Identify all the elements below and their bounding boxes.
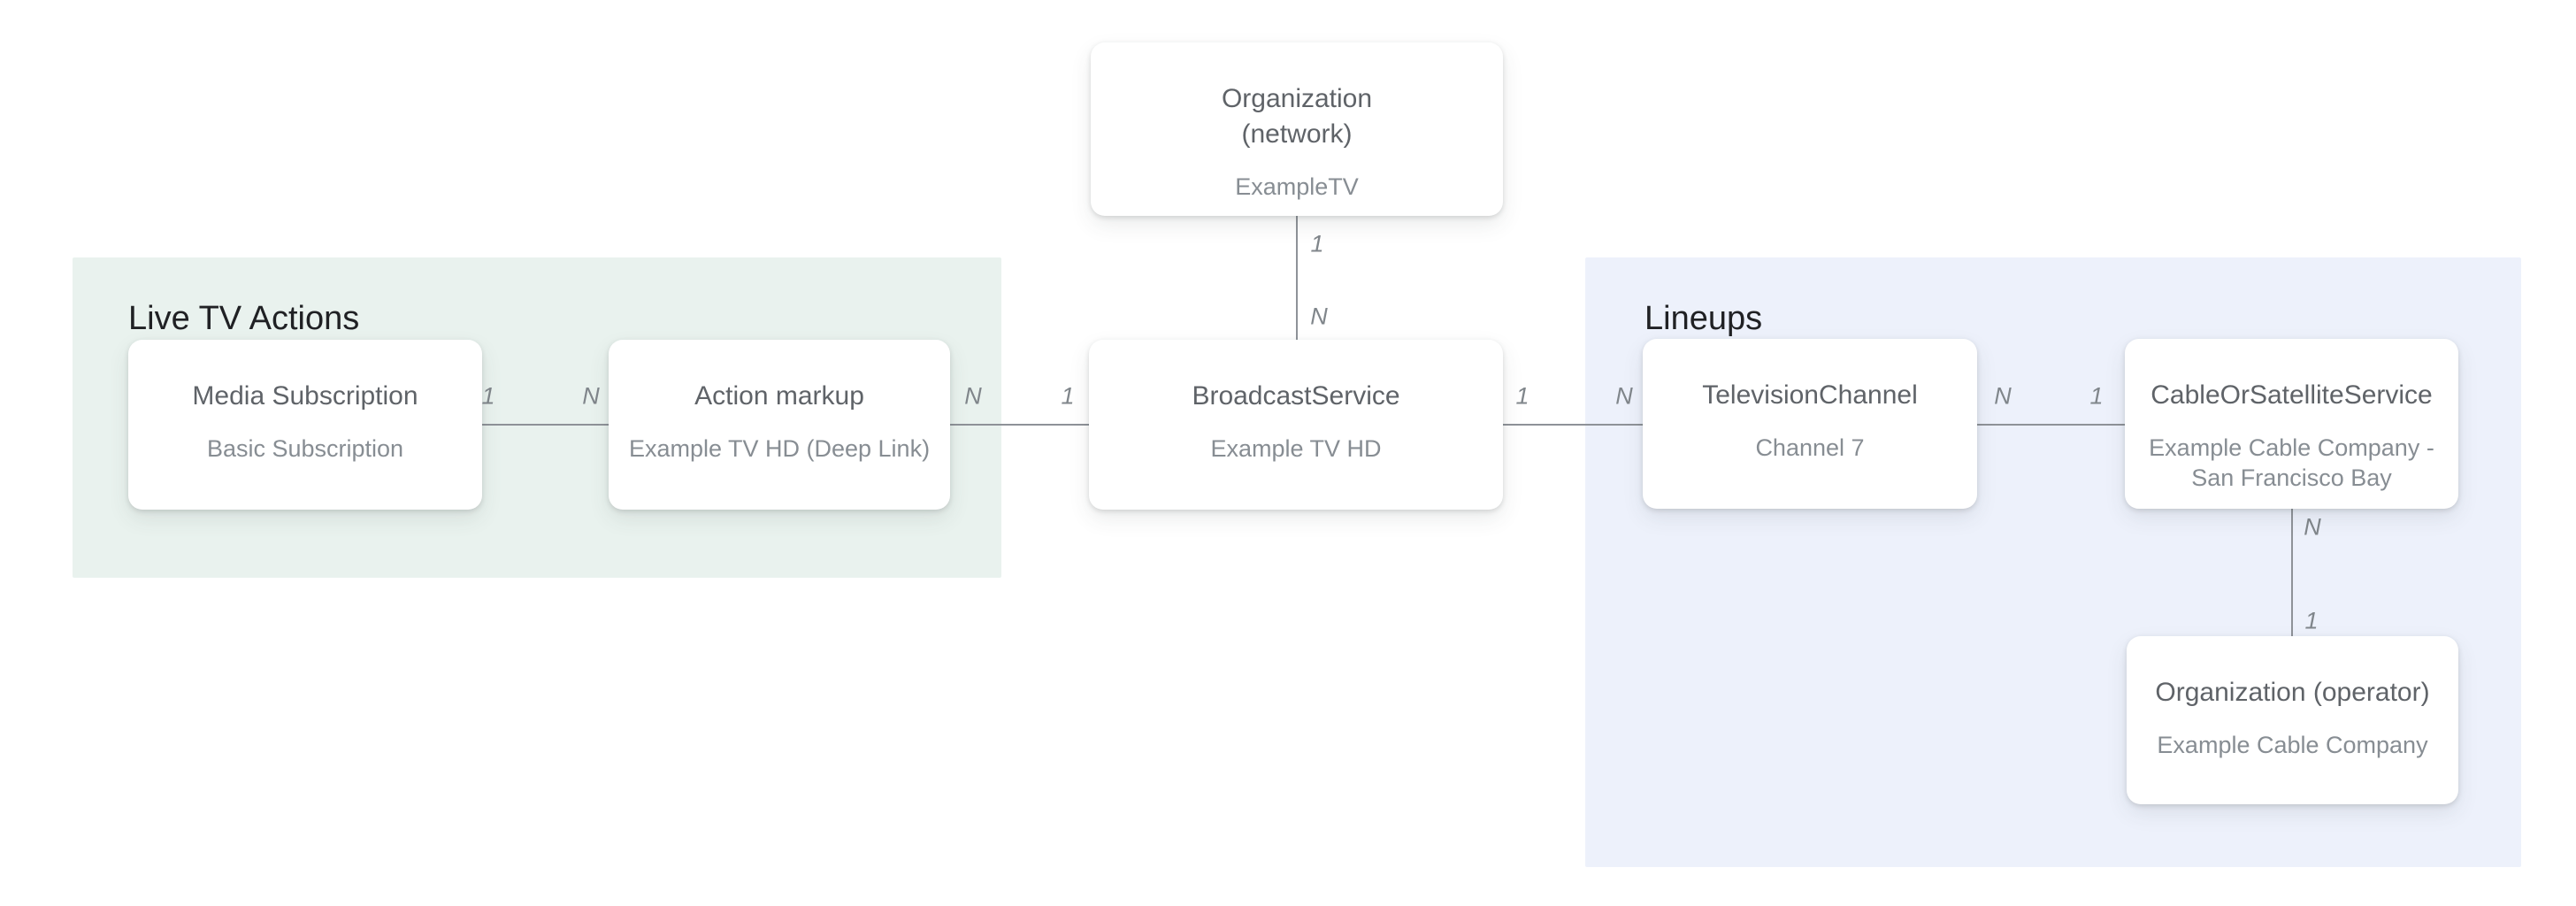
- edge-cable-service-to-organization-operator: [2291, 509, 2293, 636]
- node-title: Action markup: [694, 381, 864, 411]
- node-subtitle: Channel 7: [1755, 434, 1865, 461]
- node-subtitle: Example Cable Company: [2157, 732, 2428, 758]
- node-title: CableOrSatelliteService: [2150, 380, 2433, 410]
- edge-television-channel-to-cable-service: [1977, 424, 2125, 426]
- edge-organization-network-to-broadcast-service: [1296, 216, 1298, 340]
- node-subtitle: Example TV HD: [1210, 435, 1382, 462]
- edge-cardinality-label: 1: [1061, 382, 1075, 410]
- node-title: Media Subscription: [192, 381, 418, 411]
- node-media-subscription: Media Subscription Basic Subscription: [128, 340, 482, 510]
- node-television-channel: TelevisionChannel Channel 7: [1643, 339, 1977, 509]
- edge-cardinality-label: 1: [1310, 230, 1324, 257]
- node-subtitle: Basic Subscription: [206, 435, 404, 462]
- edge-cardinality-label: N: [582, 382, 600, 410]
- node-organization-operator: Organization (operator) Example Cable Co…: [2127, 636, 2458, 804]
- edge-action-markup-to-broadcast-service: [950, 424, 1089, 426]
- node-cable-or-satellite-service: CableOrSatelliteService Example Cable Co…: [2125, 339, 2458, 509]
- node-title: Organization (network): [1221, 84, 1373, 149]
- edge-broadcast-service-to-television-channel: [1503, 424, 1643, 426]
- edge-cardinality-label: 1: [481, 382, 495, 410]
- edge-cardinality-label: N: [2304, 513, 2321, 541]
- node-action-markup: Action markup Example TV HD (Deep Link): [609, 340, 950, 510]
- edge-cardinality-label: 1: [1515, 382, 1530, 410]
- edge-cardinality-label: N: [1615, 382, 1633, 410]
- node-subtitle: ExampleTV: [1235, 173, 1359, 200]
- edge-cardinality-label: N: [1310, 303, 1328, 330]
- edge-cardinality-label: N: [964, 382, 982, 410]
- edge-cardinality-label: N: [1994, 382, 2012, 410]
- node-subtitle: Example TV HD (Deep Link): [628, 435, 931, 462]
- edge-media-subscription-to-action-markup: [482, 424, 609, 426]
- node-title: TelevisionChannel: [1702, 380, 1918, 410]
- node-title: BroadcastService: [1192, 381, 1400, 411]
- edge-cardinality-label: 1: [2304, 607, 2319, 634]
- node-broadcast-service: BroadcastService Example TV HD: [1089, 340, 1503, 510]
- edge-cardinality-label: 1: [2089, 382, 2104, 410]
- node-title: Organization (operator): [2155, 678, 2430, 707]
- node-subtitle: Example Cable Company - San Francisco Ba…: [2149, 434, 2434, 491]
- group-live-tv-actions-title: Live TV Actions: [128, 299, 360, 337]
- group-lineups-title: Lineups: [1644, 299, 1763, 337]
- node-organization-network: Organization (network) ExampleTV: [1091, 42, 1503, 216]
